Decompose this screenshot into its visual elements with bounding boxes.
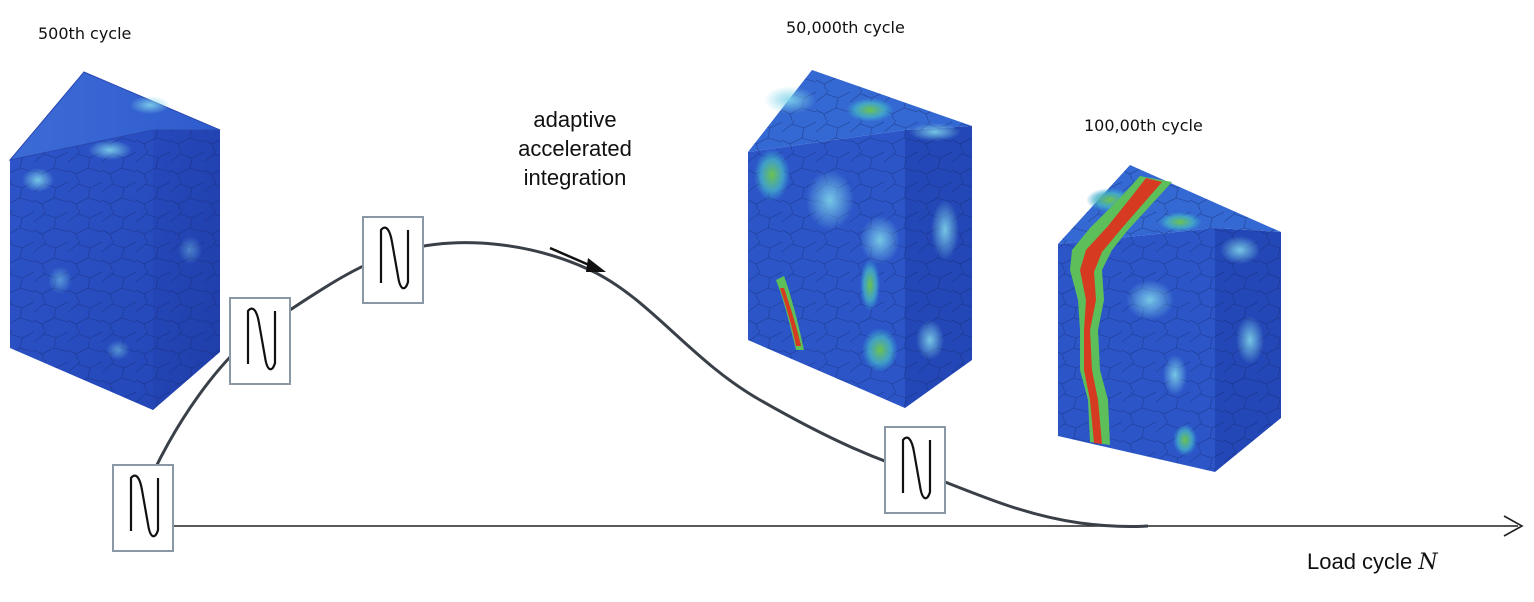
damage-evolution-curve: [140, 241, 1149, 529]
specimen-block-50000: [748, 70, 972, 408]
load-cycle-box-2: [229, 297, 291, 385]
x-axis-label: Load cycle N: [1307, 549, 1438, 575]
label-100000th-cycle: 100,00th cycle: [1084, 116, 1203, 135]
sine-wave-icon: [379, 226, 410, 290]
adaptive-integration-label: adaptive accelerated integration: [505, 105, 645, 192]
load-cycle-box-1: [112, 464, 174, 552]
label-50000th-cycle: 50,000th cycle: [786, 18, 905, 37]
adaptive-label-line-1: adaptive: [533, 107, 617, 132]
load-cycle-box-3: [362, 216, 424, 304]
x-axis-label-text: Load cycle: [1307, 549, 1413, 574]
x-axis-label-symbol: N: [1418, 550, 1438, 575]
axis-arrowhead-icon: [1503, 515, 1524, 537]
sine-wave-icon: [129, 474, 160, 538]
arrow-right-icon: [549, 246, 606, 272]
adaptive-label-line-3: integration: [523, 165, 627, 190]
load-cycle-box-4: [884, 426, 946, 514]
label-500th-cycle: 500th cycle: [38, 24, 132, 43]
sine-wave-icon: [246, 307, 277, 371]
specimen-block-500: [8, 71, 221, 410]
adaptive-label-line-2: accelerated: [518, 136, 632, 161]
x-axis: [160, 515, 1524, 537]
specimen-block-100000: [1058, 165, 1281, 472]
sine-wave-icon: [901, 436, 932, 500]
